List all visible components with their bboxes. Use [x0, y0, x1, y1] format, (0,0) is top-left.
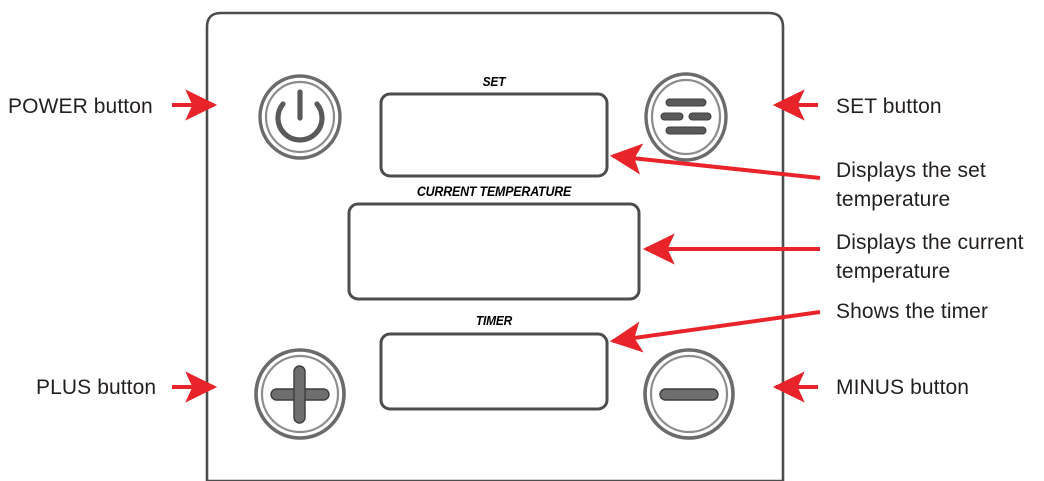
callout-timer-display: Shows the timer: [836, 300, 989, 323]
power-button[interactable]: [258, 74, 342, 160]
callout-power-button: POWER button: [8, 95, 153, 118]
current-temperature-display-label: CURRENT TEMPERATURE: [416, 184, 572, 199]
minus-icon: [659, 388, 719, 401]
callout-set-display: Displays the set temperature: [836, 159, 986, 211]
timer-display: [379, 332, 609, 411]
set-icon: [660, 98, 712, 135]
plus-icon: [270, 365, 330, 424]
leader-arrow-timer-display: [609, 310, 821, 353]
current-temperature-display: [347, 202, 641, 301]
set-display-label: SET: [482, 74, 506, 89]
plus-button[interactable]: [254, 348, 346, 440]
leader-arrow-set-display: [609, 143, 821, 180]
set-button[interactable]: [644, 72, 728, 162]
callout-current-display: Displays the current temperature: [836, 231, 1024, 283]
minus-button[interactable]: [643, 348, 735, 440]
callout-minus-button: MINUS button: [836, 376, 970, 399]
set-display: [379, 92, 609, 178]
power-icon: [275, 89, 325, 143]
callout-plus-button: PLUS button: [36, 376, 157, 399]
callout-set-button: SET button: [836, 95, 942, 118]
timer-display-label: TIMER: [475, 313, 513, 328]
